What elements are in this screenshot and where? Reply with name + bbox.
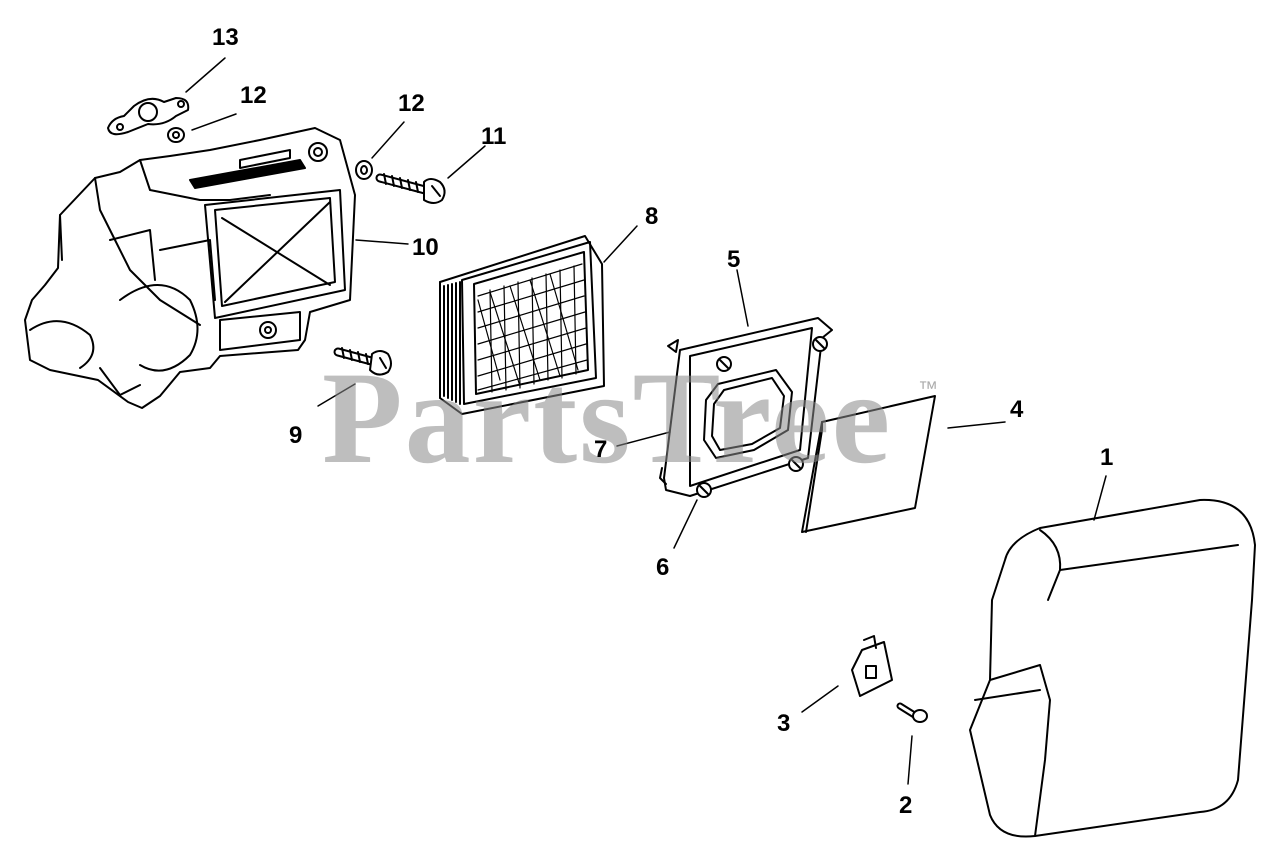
part-clip-screw bbox=[896, 702, 928, 723]
leader-lines bbox=[185, 57, 1107, 785]
part-screw-lower bbox=[333, 347, 392, 376]
part-nut-middle bbox=[355, 160, 373, 180]
part-nut-upper bbox=[167, 127, 185, 143]
callout-3: 3 bbox=[777, 710, 791, 737]
part-cover bbox=[969, 498, 1256, 838]
callout-9: 9 bbox=[289, 422, 303, 449]
callout-13: 13 bbox=[212, 24, 239, 51]
callout-8: 8 bbox=[645, 203, 659, 230]
part-screw-upper bbox=[375, 173, 446, 204]
part-retainer-plate bbox=[659, 317, 833, 498]
callout-7: 7 bbox=[594, 436, 608, 463]
callout-12-upper: 12 bbox=[240, 82, 267, 109]
part-air-filter bbox=[439, 235, 605, 415]
part-clip bbox=[851, 635, 893, 697]
part-air-cleaner-base bbox=[24, 127, 356, 409]
callout-11: 11 bbox=[481, 123, 507, 150]
watermark: PartsTree bbox=[322, 344, 893, 491]
callout-10: 10 bbox=[412, 234, 439, 261]
watermark-trademark: ™ bbox=[918, 378, 938, 400]
part-precleaner bbox=[801, 395, 936, 533]
callout-1: 1 bbox=[1100, 444, 1114, 471]
callout-5: 5 bbox=[727, 246, 741, 273]
part-gasket bbox=[107, 97, 190, 136]
callout-12-middle: 12 bbox=[398, 90, 425, 117]
callout-4: 4 bbox=[1010, 396, 1024, 423]
part-retainer-screws bbox=[696, 336, 828, 498]
callout-2: 2 bbox=[899, 792, 913, 819]
callout-6: 6 bbox=[656, 554, 670, 581]
